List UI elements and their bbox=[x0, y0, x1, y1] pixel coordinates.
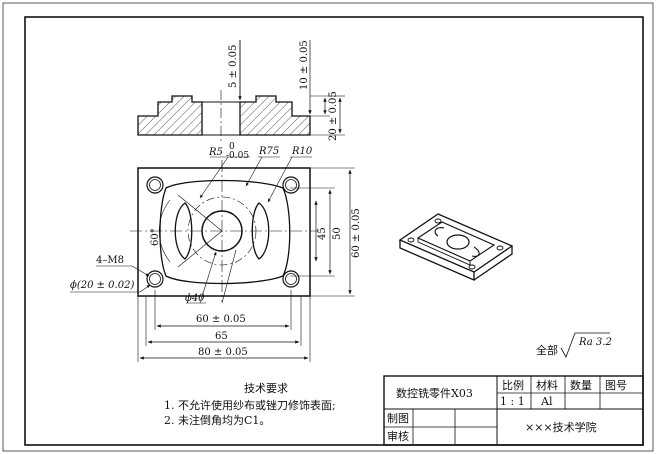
corner-hole-tr bbox=[282, 176, 300, 194]
dim-45-height: 45 bbox=[317, 227, 328, 240]
school-name: ×××技术学院 bbox=[525, 420, 597, 434]
dim-r5: R5 bbox=[208, 147, 223, 158]
header-material: 材料 bbox=[536, 378, 558, 392]
dim-phi40: ϕ40 bbox=[185, 293, 205, 304]
dim-20: 20 ± 0.05 bbox=[328, 91, 339, 141]
dim-r10: R10 bbox=[291, 146, 313, 157]
inner-frame bbox=[24, 16, 644, 446]
tech-item-2: 2. 未注倒角均为C1。 bbox=[164, 413, 270, 427]
tech-title: 技术要求 bbox=[244, 382, 288, 395]
title-block: 数控铣零件X03 比例 材料 数量 图号 1 : 1 Al 制图 审核 ×××技… bbox=[383, 375, 644, 446]
left-slot bbox=[174, 202, 193, 260]
corner-hole-bl bbox=[146, 270, 164, 288]
header-drawing-no: 图号 bbox=[605, 379, 627, 392]
plan-view: 60° R5 0 -0.05 R75 R10 4–M8 ϕ(20 ± 0.02)… bbox=[70, 142, 362, 362]
right-slot bbox=[251, 202, 270, 260]
dim-10: 10 ± 0.05 bbox=[299, 40, 310, 90]
dim-r5-tol-upper: 0 bbox=[229, 142, 235, 152]
surface-finish-value: Ra 3.2 bbox=[578, 337, 612, 348]
surface-finish-prefix: 全部 bbox=[536, 343, 558, 357]
dim-r5-tol-lower: -0.05 bbox=[226, 151, 249, 161]
dim-80-width: 80 ± 0.05 bbox=[198, 347, 248, 358]
label-thread: 4–M8 bbox=[96, 255, 124, 266]
corner-hole-tl bbox=[146, 176, 164, 194]
scale-value: 1 : 1 bbox=[500, 395, 525, 408]
dim-50-height: 50 bbox=[332, 227, 343, 240]
dim-65-width: 65 bbox=[215, 331, 228, 342]
isometric-view bbox=[398, 213, 514, 281]
section-right-half bbox=[239, 95, 311, 136]
material-value: Al bbox=[540, 395, 553, 408]
tech-requirements: 技术要求 1. 不允许使用纱布或锉刀修饰表面; 2. 未注倒角均为C1。 bbox=[164, 382, 336, 427]
roughness-symbol bbox=[560, 332, 610, 358]
dim-angle: 60° bbox=[150, 228, 161, 246]
checked-by-label: 审核 bbox=[387, 429, 409, 443]
plate-outline bbox=[137, 167, 311, 297]
label-hole-dia: ϕ(20 ± 0.02) bbox=[70, 280, 134, 291]
dim-60-height: 60 ± 0.05 bbox=[351, 208, 362, 258]
corner-hole-br bbox=[282, 270, 300, 288]
part-name: 数控铣零件X03 bbox=[396, 386, 473, 400]
section-view: 5 ± 0.05 10 ± 0.05 20 ± 0.05 bbox=[137, 40, 345, 142]
dim-60-width: 60 ± 0.05 bbox=[196, 314, 246, 325]
surface-finish-note: 全部 Ra 3.2 bbox=[536, 332, 612, 358]
dim-5: 5 ± 0.05 bbox=[228, 45, 239, 88]
section-left-half bbox=[137, 95, 203, 136]
header-scale: 比例 bbox=[502, 378, 524, 392]
tech-item-1: 1. 不允许使用纱布或锉刀修饰表面; bbox=[164, 398, 336, 412]
header-quantity: 数量 bbox=[570, 379, 592, 392]
drawn-by-label: 制图 bbox=[387, 412, 409, 425]
dim-r75: R75 bbox=[258, 146, 279, 157]
